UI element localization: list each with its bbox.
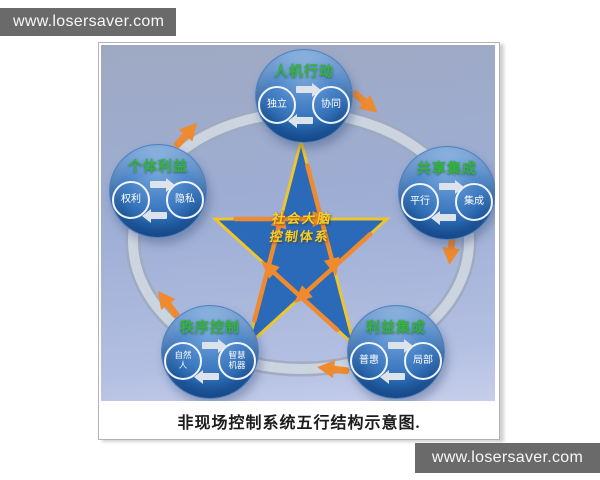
exchange-arrows — [431, 179, 464, 223]
node-individual-interest: 个体利益 权利 隐私 — [109, 144, 207, 238]
node-subitems: 普惠 局部 — [350, 338, 442, 382]
right-arrow-icon — [295, 82, 321, 97]
right-arrow-icon — [201, 338, 227, 353]
subcircle-left: 权利 — [112, 181, 150, 219]
right-arrow-icon — [149, 177, 175, 192]
star-label-line1: 社会大脑 — [271, 211, 334, 226]
star-center-label: 社会大脑 控制体系 — [238, 210, 363, 246]
left-arrow-icon — [387, 373, 405, 380]
subcircle-left: 独立 — [258, 86, 296, 124]
left-arrow-icon — [201, 373, 219, 380]
subcircle-right: 协同 — [312, 86, 350, 124]
subcircle-right: 集成 — [455, 183, 493, 221]
exchange-arrows — [194, 338, 227, 382]
star-label-line2: 控制体系 — [268, 229, 331, 244]
watermark-text: www.losersaver.com — [431, 449, 584, 466]
exchange-arrows — [380, 338, 413, 382]
node-human-machine-action: 人机行动 独立 协同 — [255, 49, 353, 143]
subcircle-left: 平行 — [401, 183, 439, 221]
subcircle-left: 普惠 — [350, 342, 388, 380]
watermark-top-left: www.losersaver.com — [0, 8, 176, 36]
figure-panel: 社会大脑 控制体系 人机行动 独立 协同 个体利益 权利 — [98, 42, 500, 440]
node-shared-integration: 共享集成 平行 集成 — [398, 146, 495, 240]
node-subitems: 权利 隐私 — [112, 177, 204, 221]
node-title: 秩序控制 — [180, 319, 240, 335]
exchange-arrows — [288, 82, 321, 126]
left-arrow-icon — [438, 214, 456, 221]
exchange-arrows — [142, 177, 175, 221]
node-title: 个体利益 — [128, 158, 188, 174]
subcircle-right: 智慧机器 — [218, 342, 256, 380]
subcircle-left: 自然人 — [164, 342, 202, 380]
subcircle-right: 隐私 — [166, 181, 204, 219]
node-subitems: 平行 集成 — [401, 179, 493, 223]
subcircle-right: 局部 — [404, 342, 442, 380]
left-arrow-icon — [295, 117, 313, 124]
node-title: 人机行动 — [274, 63, 334, 79]
node-order-control: 秩序控制 自然人 智慧机器 — [161, 305, 259, 399]
figure-caption: 非现场控制系统五行结构示意图. — [177, 415, 421, 432]
node-interest-integration: 利益集成 普惠 局部 — [347, 305, 445, 399]
node-subitems: 自然人 智慧机器 — [164, 338, 256, 382]
star-chord-arrows — [233, 163, 373, 333]
right-arrow-icon — [438, 179, 464, 194]
watermark-text: www.losersaver.com — [13, 13, 165, 30]
right-arrow-icon — [387, 338, 413, 353]
node-title: 利益集成 — [366, 319, 426, 335]
node-subitems: 独立 协同 — [258, 82, 350, 126]
diagram-canvas: 社会大脑 控制体系 人机行动 独立 协同 个体利益 权利 — [101, 45, 495, 401]
watermark-bottom-right: www.losersaver.com — [415, 443, 600, 473]
node-title: 共享集成 — [417, 160, 477, 176]
left-arrow-icon — [149, 212, 167, 219]
